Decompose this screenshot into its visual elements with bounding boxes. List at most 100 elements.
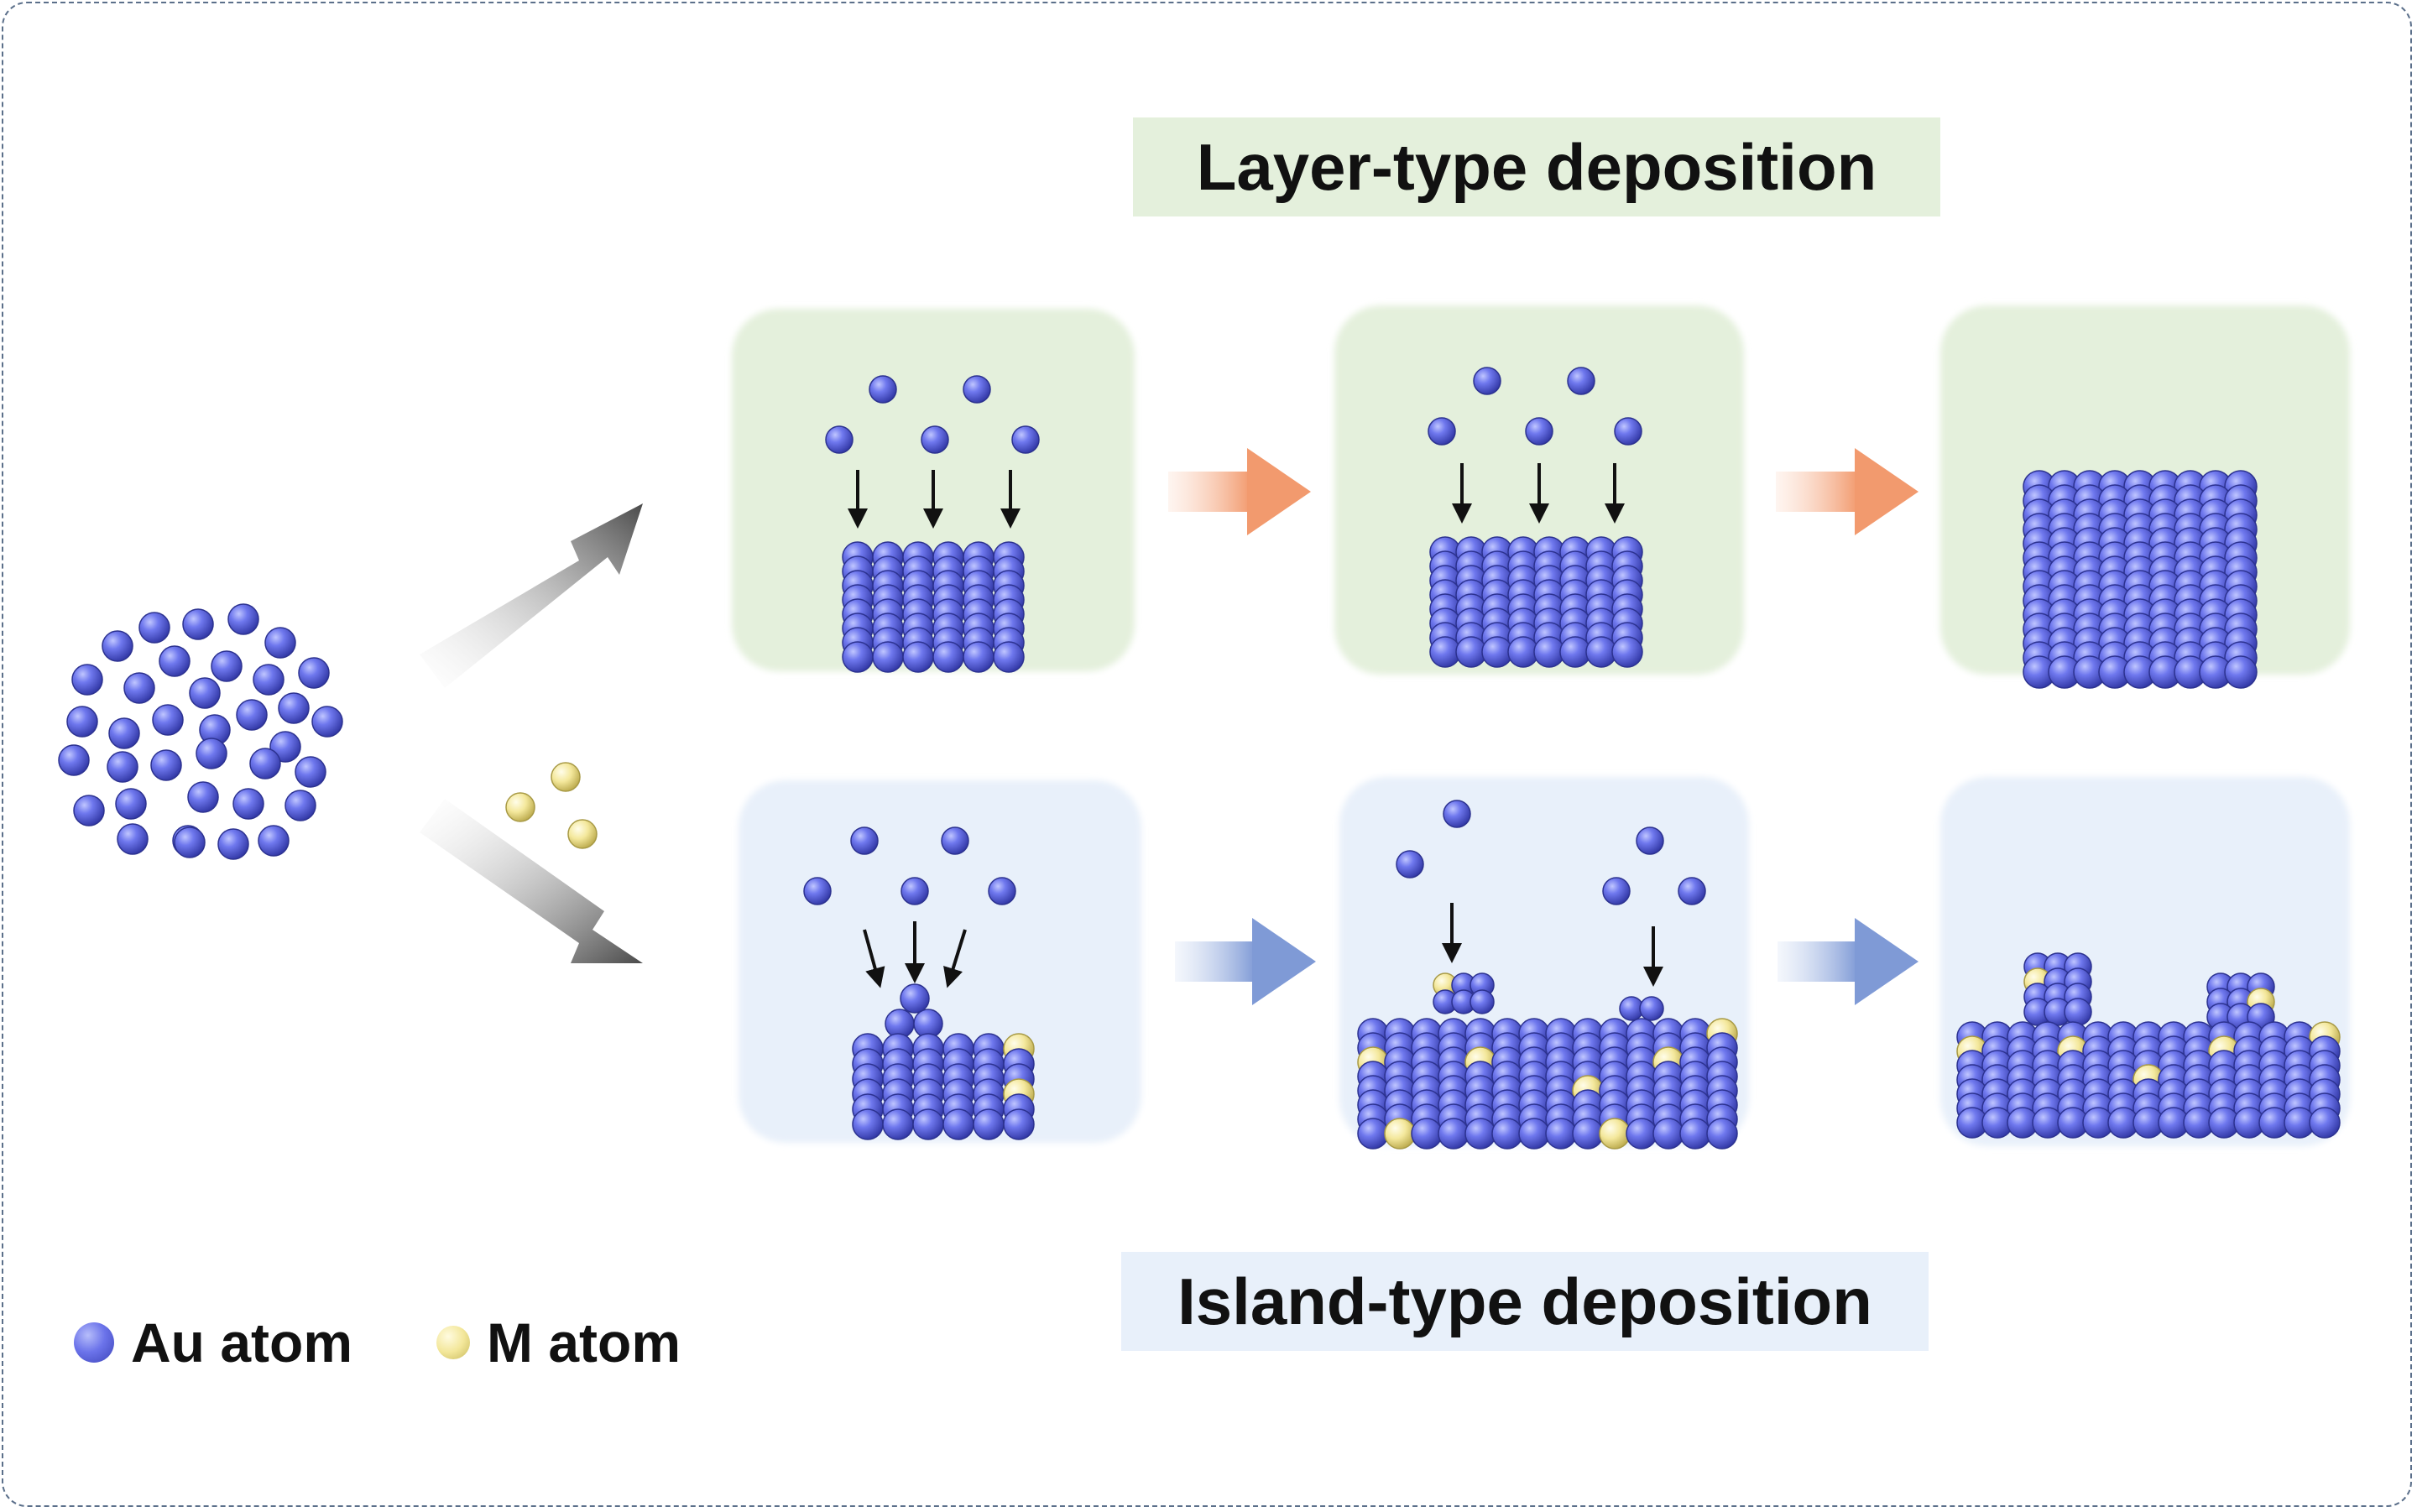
atom-layer bbox=[58, 367, 2341, 1150]
cluster-au-atom bbox=[66, 706, 98, 738]
cluster-au-atom bbox=[108, 717, 140, 749]
falling-au-atom bbox=[869, 375, 897, 404]
island2-au-atom bbox=[1706, 1118, 1738, 1150]
layer3-au-atom bbox=[2224, 655, 2258, 689]
cluster-au-atom bbox=[236, 699, 268, 731]
layer1-au-atom bbox=[842, 641, 874, 673]
cluster-au-atom bbox=[107, 751, 138, 783]
branch-arrow-up bbox=[420, 503, 643, 688]
cluster-m-atom bbox=[505, 792, 535, 822]
falling-au-atom bbox=[850, 826, 879, 855]
cluster-au-atom bbox=[196, 738, 227, 769]
island2-au-atom bbox=[1491, 1118, 1523, 1150]
legend-au-label: Au atom bbox=[131, 1311, 352, 1374]
cluster-au-atom bbox=[311, 706, 343, 738]
falling-au-atom bbox=[1636, 826, 1664, 855]
island1-au-atom bbox=[852, 1108, 884, 1140]
cluster-au-atom bbox=[249, 748, 281, 779]
falling-au-atom bbox=[1678, 877, 1706, 905]
cluster-au-atom bbox=[117, 823, 149, 855]
cluster-au-atom bbox=[189, 677, 221, 709]
island1-au-atom bbox=[973, 1108, 1005, 1140]
legend-m-label: M atom bbox=[487, 1311, 681, 1374]
island1-au-atom bbox=[882, 1108, 914, 1140]
falling-au-atom bbox=[921, 425, 949, 454]
cluster-au-atom bbox=[174, 826, 206, 858]
deposition-arrows bbox=[848, 463, 1663, 988]
island2-au-atom bbox=[1639, 996, 1664, 1021]
island2-au-atom bbox=[1438, 1118, 1470, 1150]
legend-au: Au atom bbox=[74, 1311, 352, 1374]
island1-au-atom bbox=[942, 1108, 974, 1140]
layer1-au-atom bbox=[872, 641, 904, 673]
falling-au-atom bbox=[1602, 877, 1631, 905]
cluster-m-atom bbox=[567, 819, 598, 849]
cluster-au-atom bbox=[58, 744, 90, 776]
island1-au-atom bbox=[1003, 1108, 1035, 1140]
cluster-au-atom bbox=[295, 756, 326, 788]
cluster-au-atom bbox=[264, 627, 296, 659]
falling-au-atom bbox=[941, 826, 969, 855]
cluster-au-atom bbox=[187, 781, 219, 813]
falling-au-atom bbox=[803, 877, 832, 905]
island2-au-atom bbox=[1652, 1118, 1684, 1150]
island3-au-atom bbox=[2064, 998, 2092, 1026]
island2-au-atom bbox=[1626, 1118, 1657, 1150]
island2-au-atom bbox=[1411, 1118, 1443, 1150]
island2-au-atom bbox=[1518, 1118, 1550, 1150]
falling-au-atom bbox=[1473, 367, 1501, 395]
cluster-au-atom bbox=[211, 650, 243, 682]
layer2-au-atom bbox=[1611, 636, 1643, 668]
falling-au-atom bbox=[1396, 850, 1424, 879]
legend-m: M atom bbox=[436, 1311, 681, 1374]
cluster-au-atom bbox=[285, 790, 316, 821]
cluster-au-atom bbox=[123, 672, 155, 704]
cluster-au-atom bbox=[258, 825, 290, 857]
layer1-au-atom bbox=[932, 641, 964, 673]
cluster-au-atom bbox=[150, 749, 182, 781]
island3-au-atom bbox=[2309, 1107, 2341, 1139]
falling-au-atom bbox=[1428, 417, 1456, 446]
falling-au-atom bbox=[988, 877, 1016, 905]
falling-au-atom bbox=[1614, 417, 1642, 446]
m-atom-icon bbox=[436, 1326, 470, 1359]
cluster-au-atom bbox=[227, 603, 259, 635]
island1-au-atom bbox=[900, 983, 930, 1014]
stage-arrow-layer-1 bbox=[1168, 448, 1311, 535]
cluster-au-atom bbox=[73, 795, 105, 826]
cluster-au-atom bbox=[232, 788, 264, 820]
cluster-au-atom bbox=[278, 692, 310, 724]
stage-arrow-island-1 bbox=[1175, 918, 1316, 1005]
falling-au-atom bbox=[1011, 425, 1040, 454]
cluster-au-atom bbox=[102, 630, 133, 662]
au-atom-icon bbox=[74, 1322, 114, 1363]
island2-au-atom bbox=[1470, 989, 1495, 1014]
falling-au-atom bbox=[825, 425, 854, 454]
stage-arrow-layer-2 bbox=[1776, 448, 1918, 535]
cluster-au-atom bbox=[217, 828, 249, 860]
island2-au-atom bbox=[1679, 1118, 1711, 1150]
island2-au-atom bbox=[1545, 1118, 1577, 1150]
cluster-au-atom bbox=[159, 645, 191, 677]
falling-au-atom bbox=[1443, 800, 1471, 828]
island-deposition-title: Island-type deposition bbox=[1121, 1252, 1929, 1351]
cluster-au-atom bbox=[115, 788, 147, 820]
layer-deposition-title: Layer-type deposition bbox=[1133, 117, 1940, 216]
cluster-m-atom bbox=[551, 762, 581, 792]
island2-au-atom bbox=[1384, 1118, 1416, 1150]
layer1-au-atom bbox=[993, 641, 1025, 673]
falling-au-atom bbox=[963, 375, 991, 404]
falling-au-atom bbox=[1525, 417, 1553, 446]
stage-arrow-island-2 bbox=[1778, 918, 1918, 1005]
cluster-au-atom bbox=[298, 657, 330, 689]
island2-au-atom bbox=[1464, 1118, 1496, 1150]
layer1-au-atom bbox=[902, 641, 934, 673]
falling-au-atom bbox=[901, 877, 929, 905]
cluster-au-atom bbox=[253, 664, 285, 696]
cluster-au-atom bbox=[138, 612, 170, 644]
falling-au-atom bbox=[1567, 367, 1595, 395]
cluster-au-atom bbox=[71, 664, 103, 696]
branch-arrow-down bbox=[420, 799, 643, 963]
